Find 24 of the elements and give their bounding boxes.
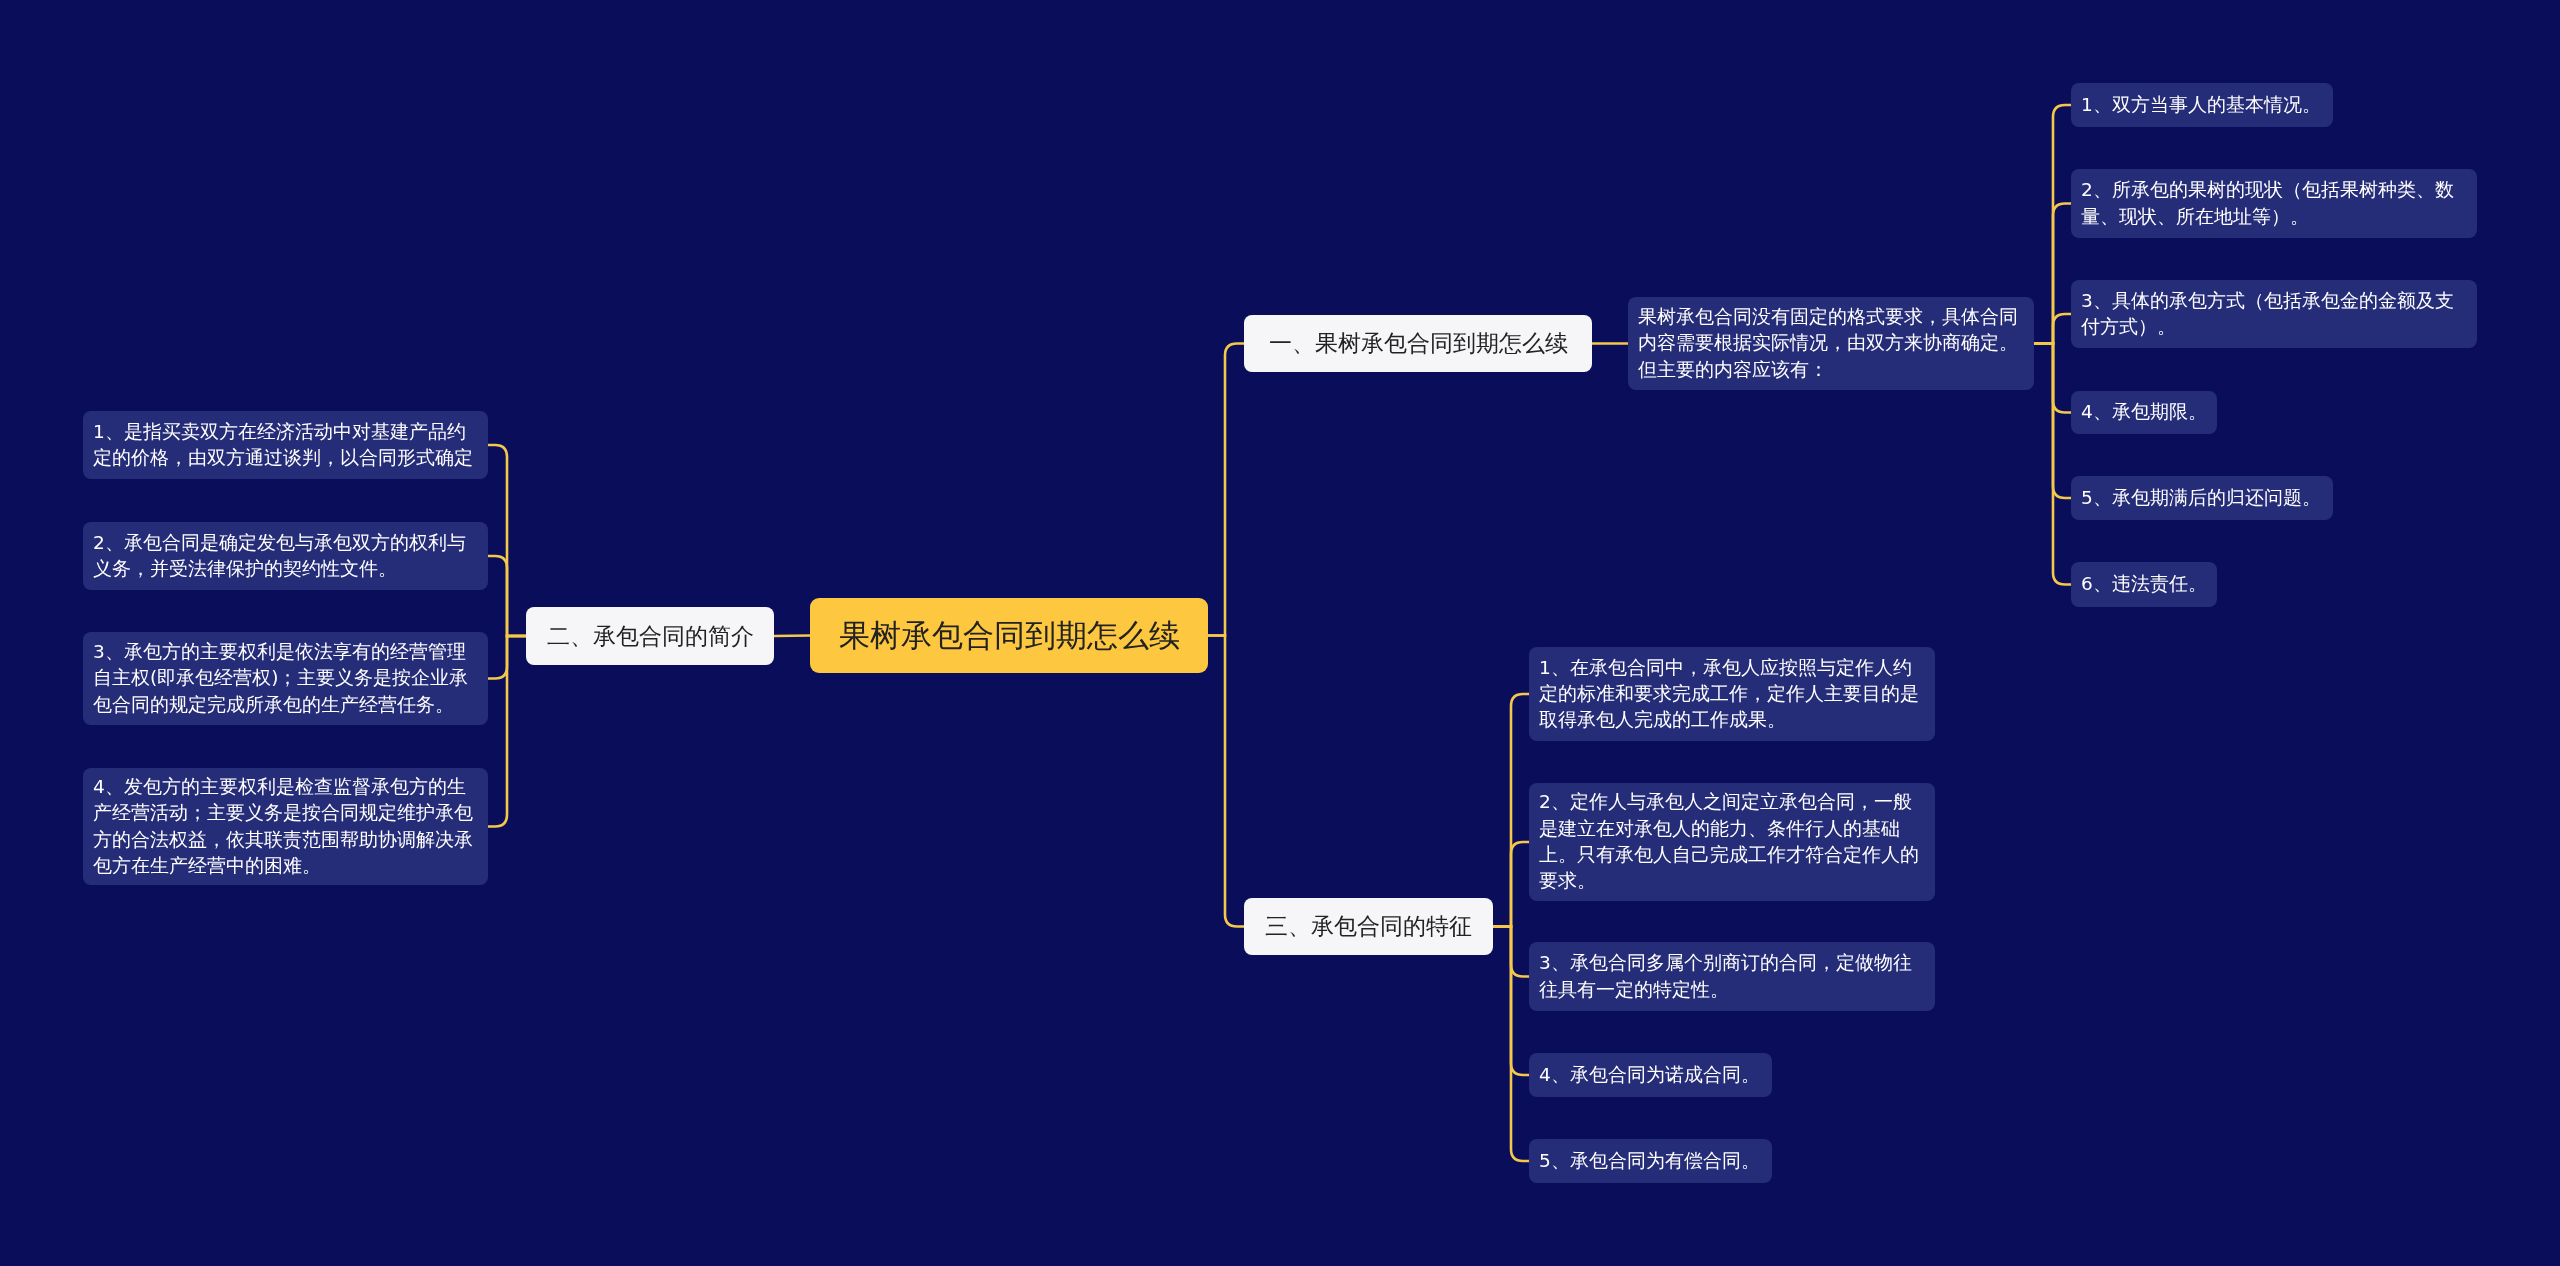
note-box: 3、承包方的主要权利是依法享有的经营管理自主权(即承包经营权)；主要义务是按企业承包合同的规定完成所承包的生产经营任务。 bbox=[83, 632, 488, 725]
note-box: 6、违法责任。 bbox=[2071, 562, 2217, 607]
note-box: 2、所承包的果树的现状（包括果树种类、数量、现状、所在地址等）。 bbox=[2071, 169, 2477, 238]
note-box: 2、定作人与承包人之间定立承包合同，一般是建立在对承包人的能力、条件行人的基础上。只有承包人自己完成工作才符合定作人的要求。 bbox=[1529, 783, 1935, 901]
topic-box: 三、承包合同的特征 bbox=[1244, 898, 1493, 955]
connector-line bbox=[1208, 634, 1244, 928]
note-box: 5、承包期满后的归还问题。 bbox=[2071, 476, 2333, 520]
note-box: 果树承包合同没有固定的格式要求，具体合同内容需要根据实际情况，由双方来协商确定。但主要的内容应该有： bbox=[1628, 297, 2034, 390]
note-box: 4、发包方的主要权利是检查监督承包方的生产经营活动；主要义务是按合同规定维护承包方的合法权益，依其联责范围帮助协调解决承包方在生产经营中的困难。 bbox=[83, 768, 488, 885]
note-box: 4、承包期限。 bbox=[2071, 391, 2217, 434]
connector-line bbox=[1592, 342, 1628, 345]
note-box: 4、承包合同为诺成合同。 bbox=[1529, 1053, 1772, 1097]
note-box: 5、承包合同为有偿合同。 bbox=[1529, 1139, 1772, 1183]
note-box: 1、双方当事人的基本情况。 bbox=[2071, 83, 2333, 127]
topic-box: 一、果树承包合同到期怎么续 bbox=[1244, 315, 1592, 372]
connector-line bbox=[774, 634, 810, 638]
note-box: 1、是指买卖双方在经济活动中对基建产品约定的价格，由双方通过谈判，以合同形式确定 bbox=[83, 411, 488, 479]
note-box: 1、在承包合同中，承包人应按照与定作人约定的标准和要求完成工作，定作人主要目的是取得承包人完成的工作成果。 bbox=[1529, 647, 1935, 741]
note-box: 2、承包合同是确定发包与承包双方的权利与义务，并受法律保护的契约性文件。 bbox=[83, 522, 488, 590]
connector-line bbox=[488, 634, 526, 828]
topic-box: 二、承包合同的简介 bbox=[526, 607, 774, 665]
note-box: 3、承包合同多属个别商订的合同，定做物往往具有一定的特定性。 bbox=[1529, 942, 1935, 1011]
note-box: 3、具体的承包方式（包括承包金的金额及支付方式）。 bbox=[2071, 280, 2477, 348]
central-topic-box: 果树承包合同到期怎么续 bbox=[810, 598, 1208, 673]
